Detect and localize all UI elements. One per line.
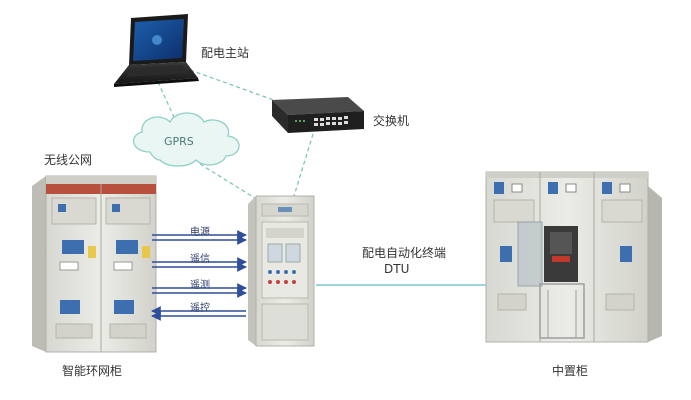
arrow-remote-signal [152, 257, 247, 272]
label-wireless-network: 无线公网 [44, 153, 93, 167]
label-gprs: GPRS [164, 135, 194, 148]
label-signal-remote-control: 遥控 [190, 303, 210, 314]
label-dtu-code: DTU [384, 262, 410, 276]
laptop-icon [114, 14, 199, 87]
label-signal-remote-signal: 遥信 [190, 254, 210, 265]
dtu-cabinet-icon [248, 195, 315, 347]
link-master-to-gprs [157, 81, 179, 127]
label-switch: 交换机 [373, 114, 410, 128]
label-master-station: 配电主站 [201, 46, 250, 60]
label-signal-power: 电源 [190, 227, 210, 238]
gprs-cloud-icon [132, 112, 240, 167]
arrow-remote-control [151, 306, 246, 321]
arrow-power [152, 230, 247, 245]
signal-arrows [151, 230, 247, 321]
arrow-remote-measure [152, 283, 247, 298]
label-ring-main-unit: 智能环网柜 [62, 364, 123, 378]
label-middle-cabinet: 中置柜 [552, 364, 589, 378]
link-gprs-to-dtu [199, 163, 259, 201]
network-switch-icon [272, 97, 364, 133]
ring-main-unit-icon [32, 175, 157, 353]
middle-cabinet-icon [485, 171, 662, 343]
label-signal-remote-measure: 遥测 [190, 280, 210, 291]
label-dtu-title: 配电自动化终端 [362, 246, 447, 260]
link-switch-to-dtu [293, 133, 314, 197]
